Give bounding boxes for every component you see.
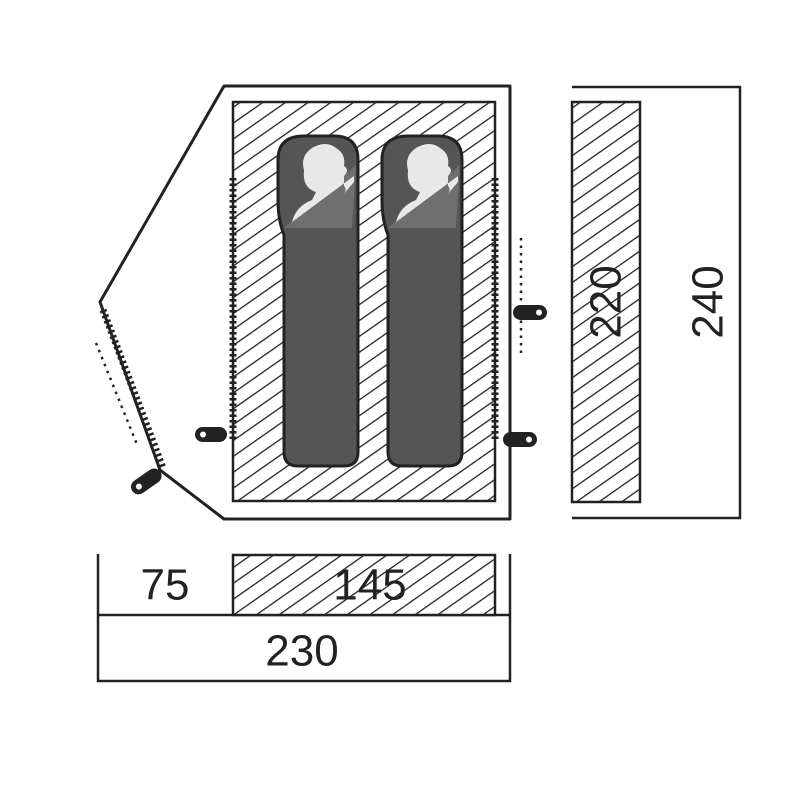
inner-length-label: 220 xyxy=(582,265,631,338)
tent-peg-icon xyxy=(195,427,227,442)
sleeping-bag-icon xyxy=(276,134,360,468)
total-depth-label: 230 xyxy=(265,627,338,676)
door-zipper xyxy=(99,308,167,470)
length-dimension-panel: 220 240 xyxy=(570,85,742,520)
total-length-label: 240 xyxy=(684,265,733,338)
inner-depth-bar xyxy=(231,553,497,617)
tent-floor-plan xyxy=(94,84,547,521)
total-depth-bracket xyxy=(96,554,512,683)
tent-peg-icon xyxy=(513,305,547,320)
person-silhouette-icon xyxy=(396,144,458,222)
inner-depth-label: 145 xyxy=(333,561,406,610)
total-length-bracket xyxy=(572,85,742,520)
vestibule-depth-label: 75 xyxy=(141,561,190,610)
tent-peg-icon xyxy=(503,432,537,447)
tent-peg-icon xyxy=(131,468,162,495)
inner-length-bar xyxy=(570,100,642,504)
sleeping-bag-icon xyxy=(380,134,464,468)
person-silhouette-icon xyxy=(292,144,354,222)
depth-dimension-panel: 75 145 230 xyxy=(96,553,512,683)
